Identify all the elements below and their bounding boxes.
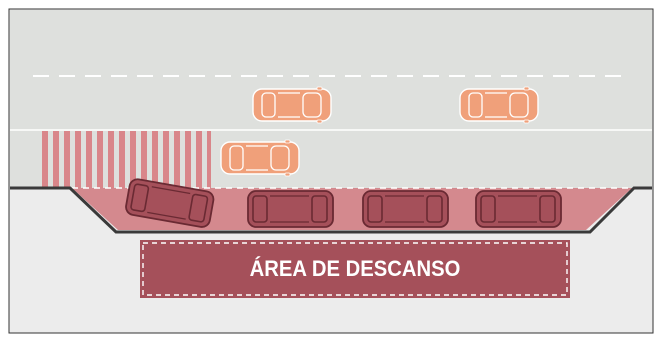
moving-car (220, 139, 300, 177)
moving-car (252, 86, 332, 124)
moving-car (459, 86, 539, 124)
parked-car (362, 190, 449, 228)
rest-area-label: ÁREA DE DESCANSO (249, 256, 461, 281)
rest-area-dashed-border (142, 242, 568, 296)
parked-car (247, 190, 334, 228)
rest-area-box (140, 240, 570, 298)
parked-car (475, 190, 562, 228)
crosswalk (42, 131, 211, 188)
curb-line (10, 186, 652, 234)
